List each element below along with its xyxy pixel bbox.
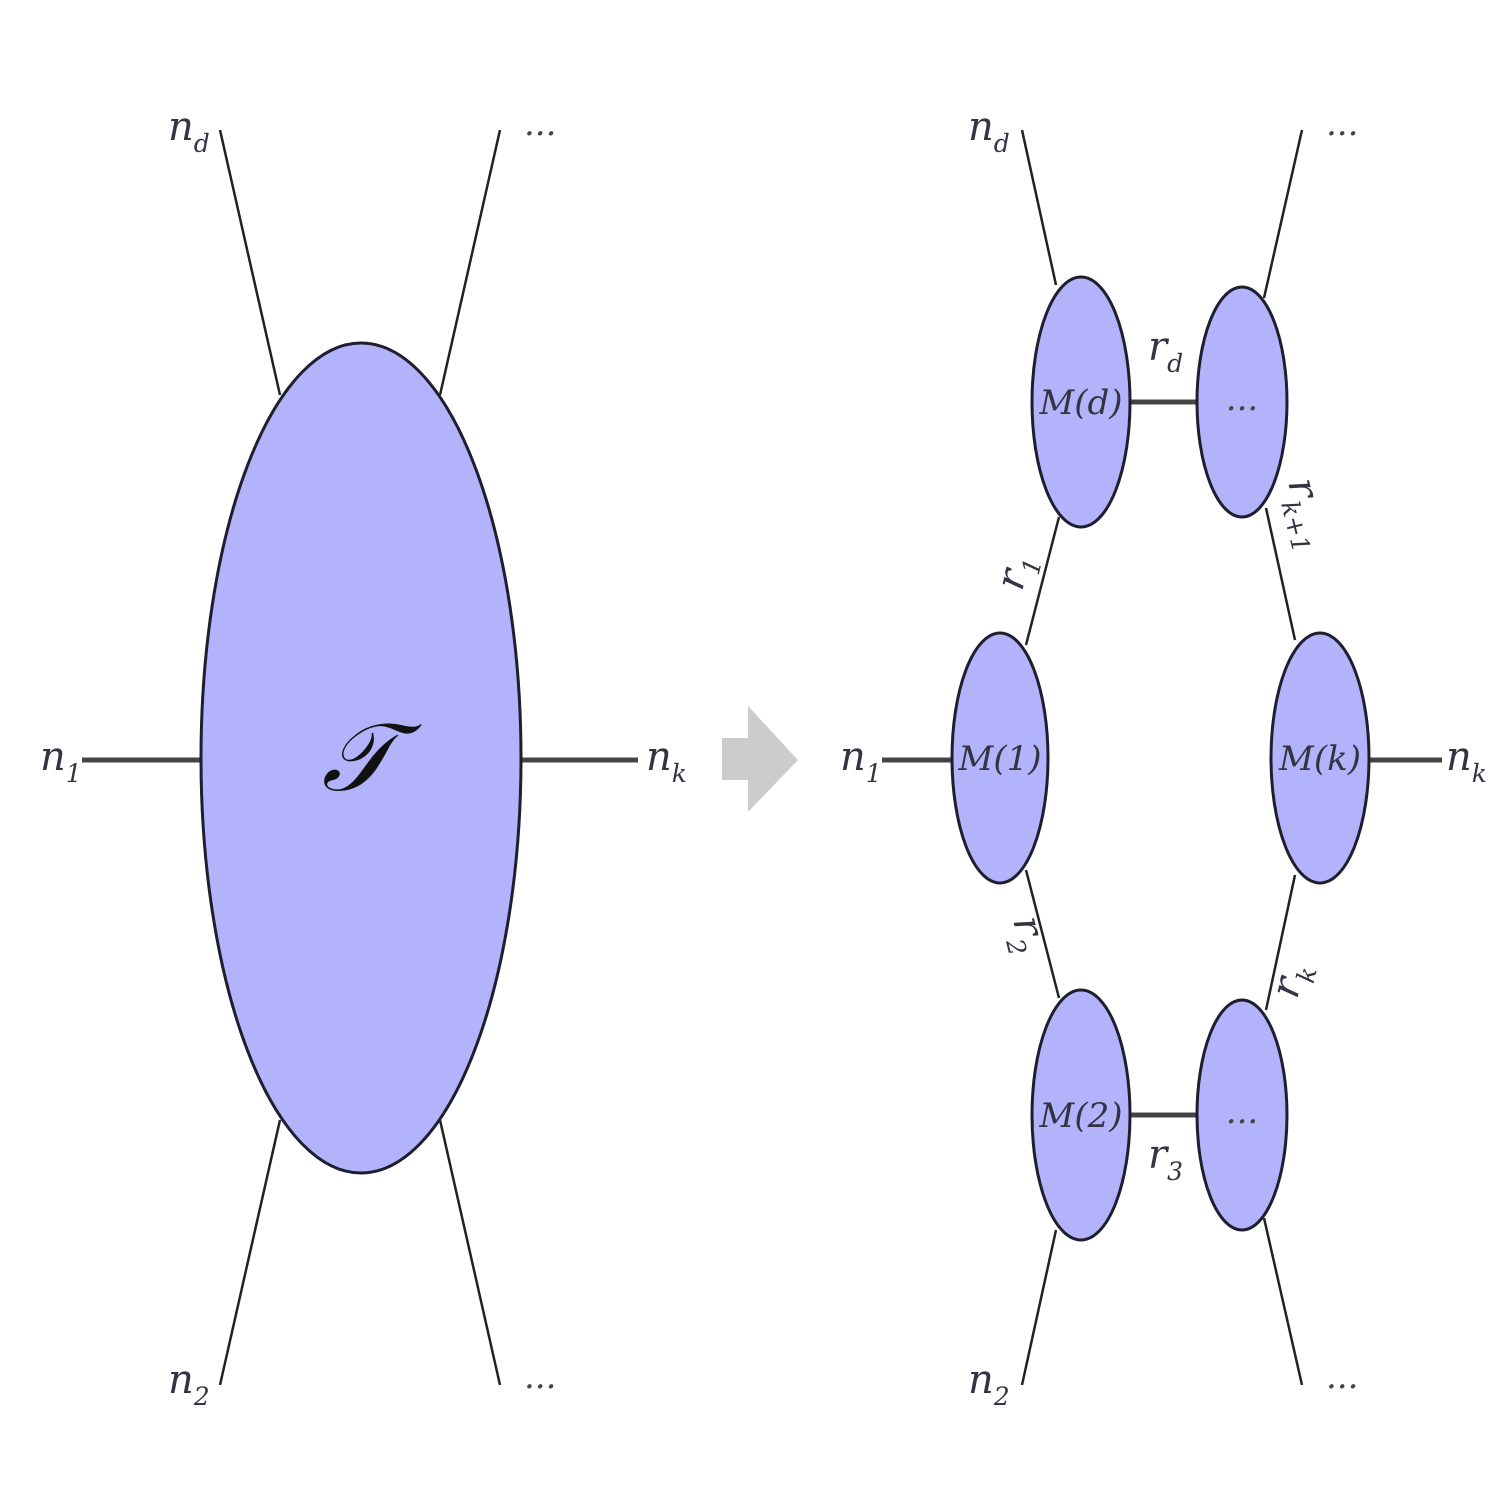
node-bottom-dots-label: ... <box>1226 1092 1258 1132</box>
label-bottom-right-dots: ... <box>524 1357 556 1397</box>
label-n2: n2 <box>968 1357 1010 1411</box>
left-diagram: 𝒯 nd ... n1 nk n2 ... <box>40 104 687 1411</box>
edge-top-right <box>1262 129 1304 299</box>
label-nd: nd <box>168 104 210 158</box>
node-mk <box>1269 631 1371 885</box>
label-top-right-dots: ... <box>524 104 556 144</box>
node-m1 <box>950 631 1050 885</box>
label-r1: r1 <box>987 549 1048 596</box>
label-n2: n2 <box>168 1357 210 1411</box>
edge-nd <box>1020 129 1058 286</box>
edge-top-right <box>438 129 502 396</box>
edge-n2 <box>218 1119 282 1386</box>
node-top-dots-label: ... <box>1226 379 1258 419</box>
transform-arrow-icon <box>722 706 798 812</box>
right-diagram: M(d) ... M(1) M(k) M(2) ... nd ... n1 nk… <box>840 104 1487 1411</box>
edge-bottom-right <box>1262 1217 1304 1386</box>
label-rk1: rk+1 <box>1271 473 1341 555</box>
label-bottom-right-dots: ... <box>1326 1357 1358 1397</box>
label-nk: nk <box>646 734 687 788</box>
edge-bottom-right <box>438 1119 502 1386</box>
node-md-label: M(d) <box>1038 383 1122 423</box>
label-top-right-dots: ... <box>1326 104 1358 144</box>
label-nd: nd <box>968 104 1010 158</box>
node-m1-label: M(1) <box>958 739 1042 779</box>
node-m2 <box>1030 988 1132 1242</box>
bond-rk1 <box>1264 507 1297 641</box>
node-m2-label: M(2) <box>1039 1096 1123 1136</box>
tensor-node <box>199 341 523 1175</box>
node-md <box>1030 275 1132 529</box>
edge-nd <box>218 129 282 396</box>
label-n1: n1 <box>40 734 82 788</box>
label-r3: r3 <box>1148 1132 1183 1186</box>
edge-n2 <box>1020 1229 1058 1386</box>
bond-r2 <box>1024 869 1061 999</box>
bond-rk <box>1264 874 1297 1011</box>
label-n1: n1 <box>840 734 882 788</box>
label-rd: rd <box>1148 324 1183 378</box>
bond-r1 <box>1024 516 1061 646</box>
node-mk-label: M(k) <box>1278 739 1361 779</box>
node-bottom-dots <box>1195 998 1289 1232</box>
label-nk: nk <box>1446 734 1487 788</box>
node-top-dots <box>1195 285 1289 519</box>
label-rk: rk <box>1262 958 1323 1004</box>
